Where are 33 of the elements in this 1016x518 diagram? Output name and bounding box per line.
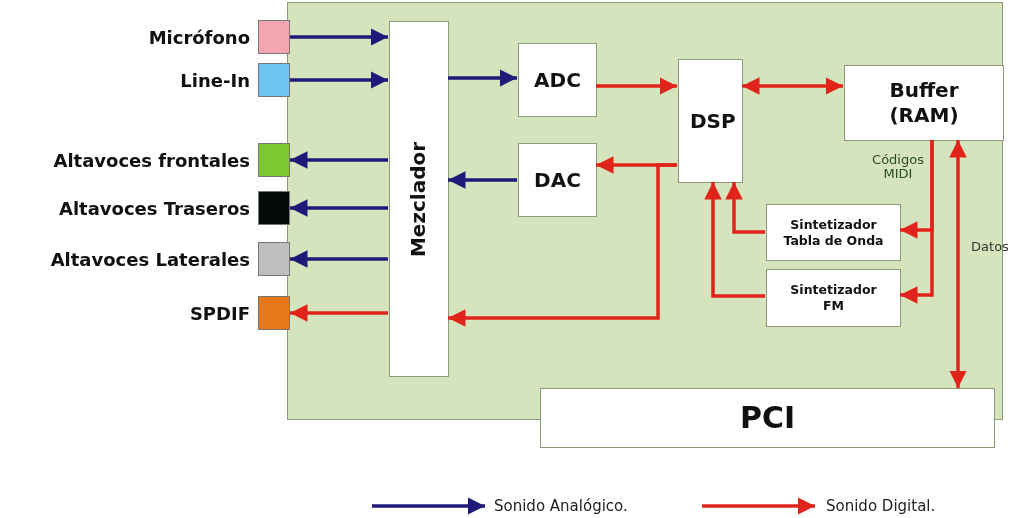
port-label: Line-In [180,69,250,91]
arrow [290,28,388,46]
block-box: DSP [678,59,743,183]
arrow [448,171,517,189]
arrow [290,304,388,322]
block-box: Sintetizador Tabla de Onda [766,204,901,261]
arrow [704,182,765,298]
block-box: Mezclador [389,21,449,377]
arrow [448,69,517,87]
arrow [596,77,677,95]
block-box: Sintetizador FM [766,269,901,327]
block-box: PCI [540,388,995,448]
block-box: DAC [518,143,597,217]
arrow [290,71,388,89]
port-label: Micrófono [148,26,250,48]
arrow [448,163,677,327]
block-box: Buffer (RAM) [844,65,1004,141]
port-label: Altavoces Traseros [59,197,250,219]
arrow [290,151,388,169]
arrow [290,250,388,268]
edge-label: Datos [970,240,1010,255]
block-box: ADC [518,43,597,117]
port-label: SPDIF [189,302,250,324]
port-label: Altavoces Laterales [50,248,250,270]
legend-label: Sonido Analógico. [494,497,628,515]
arrow [949,140,967,388]
arrow [290,199,388,217]
arrow [725,182,765,234]
arrow [742,77,843,95]
port-label: Altavoces frontales [53,149,250,171]
legend-label: Sonido Digital. [826,497,936,515]
arrow [900,140,934,304]
edge-label: Códigos MIDI [871,153,925,182]
